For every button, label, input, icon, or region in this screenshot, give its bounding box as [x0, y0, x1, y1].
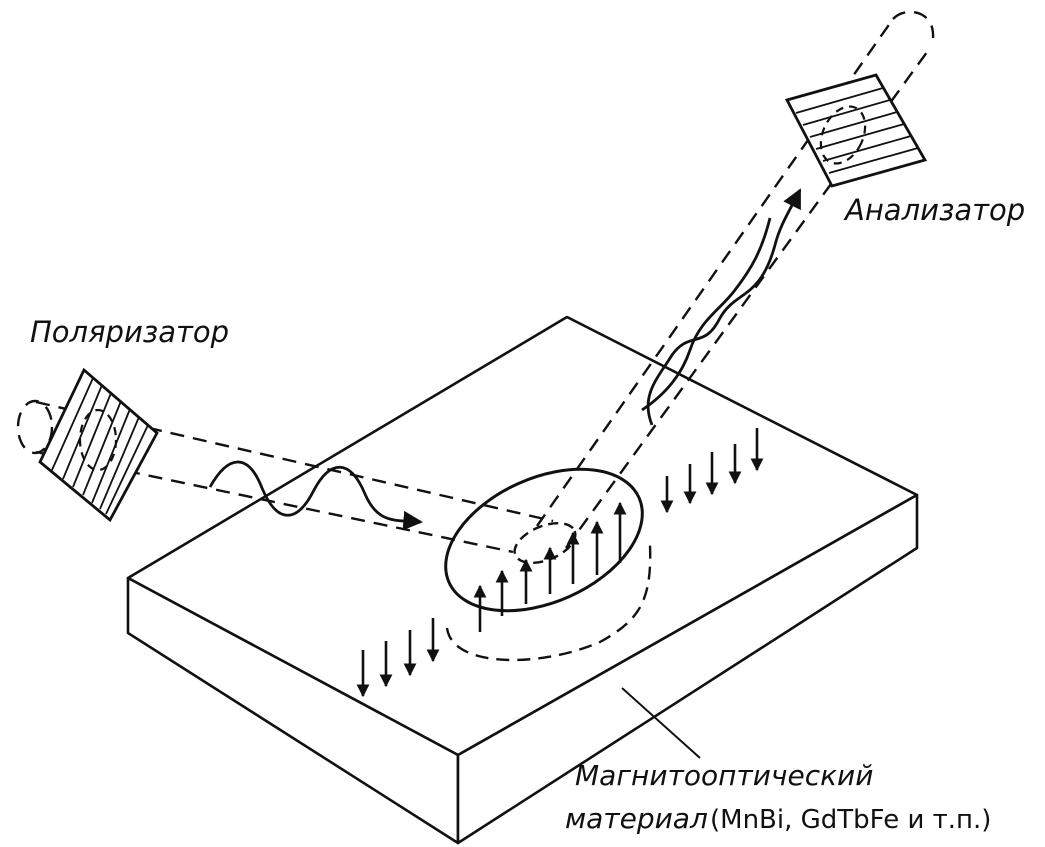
magnetization-up-domain [473, 501, 627, 632]
magnetization-down-left [356, 618, 440, 698]
domain-bottom-outline [445, 544, 652, 662]
magnetization-down-right [660, 428, 764, 514]
analyzer [784, 73, 928, 188]
domain-top-ellipse [444, 467, 644, 613]
material-leader-line [621, 687, 701, 759]
magnetic-domain [444, 467, 652, 662]
material-label-line2-paren: (MnBi, GdTbFe и т.п.) [710, 805, 991, 835]
polarizer-label: Поляризатор [30, 315, 229, 349]
reflected-wave [646, 188, 802, 426]
analyzer-label: Анализатор [843, 193, 1025, 227]
reflected-wave-secondary [641, 217, 772, 412]
incident-wave [208, 460, 423, 531]
slab-right-face [456, 493, 919, 845]
polarizer [38, 367, 159, 523]
material-label-line1: Магнитооптический [575, 759, 873, 792]
material-label-line2-prefix: материал [565, 802, 708, 835]
